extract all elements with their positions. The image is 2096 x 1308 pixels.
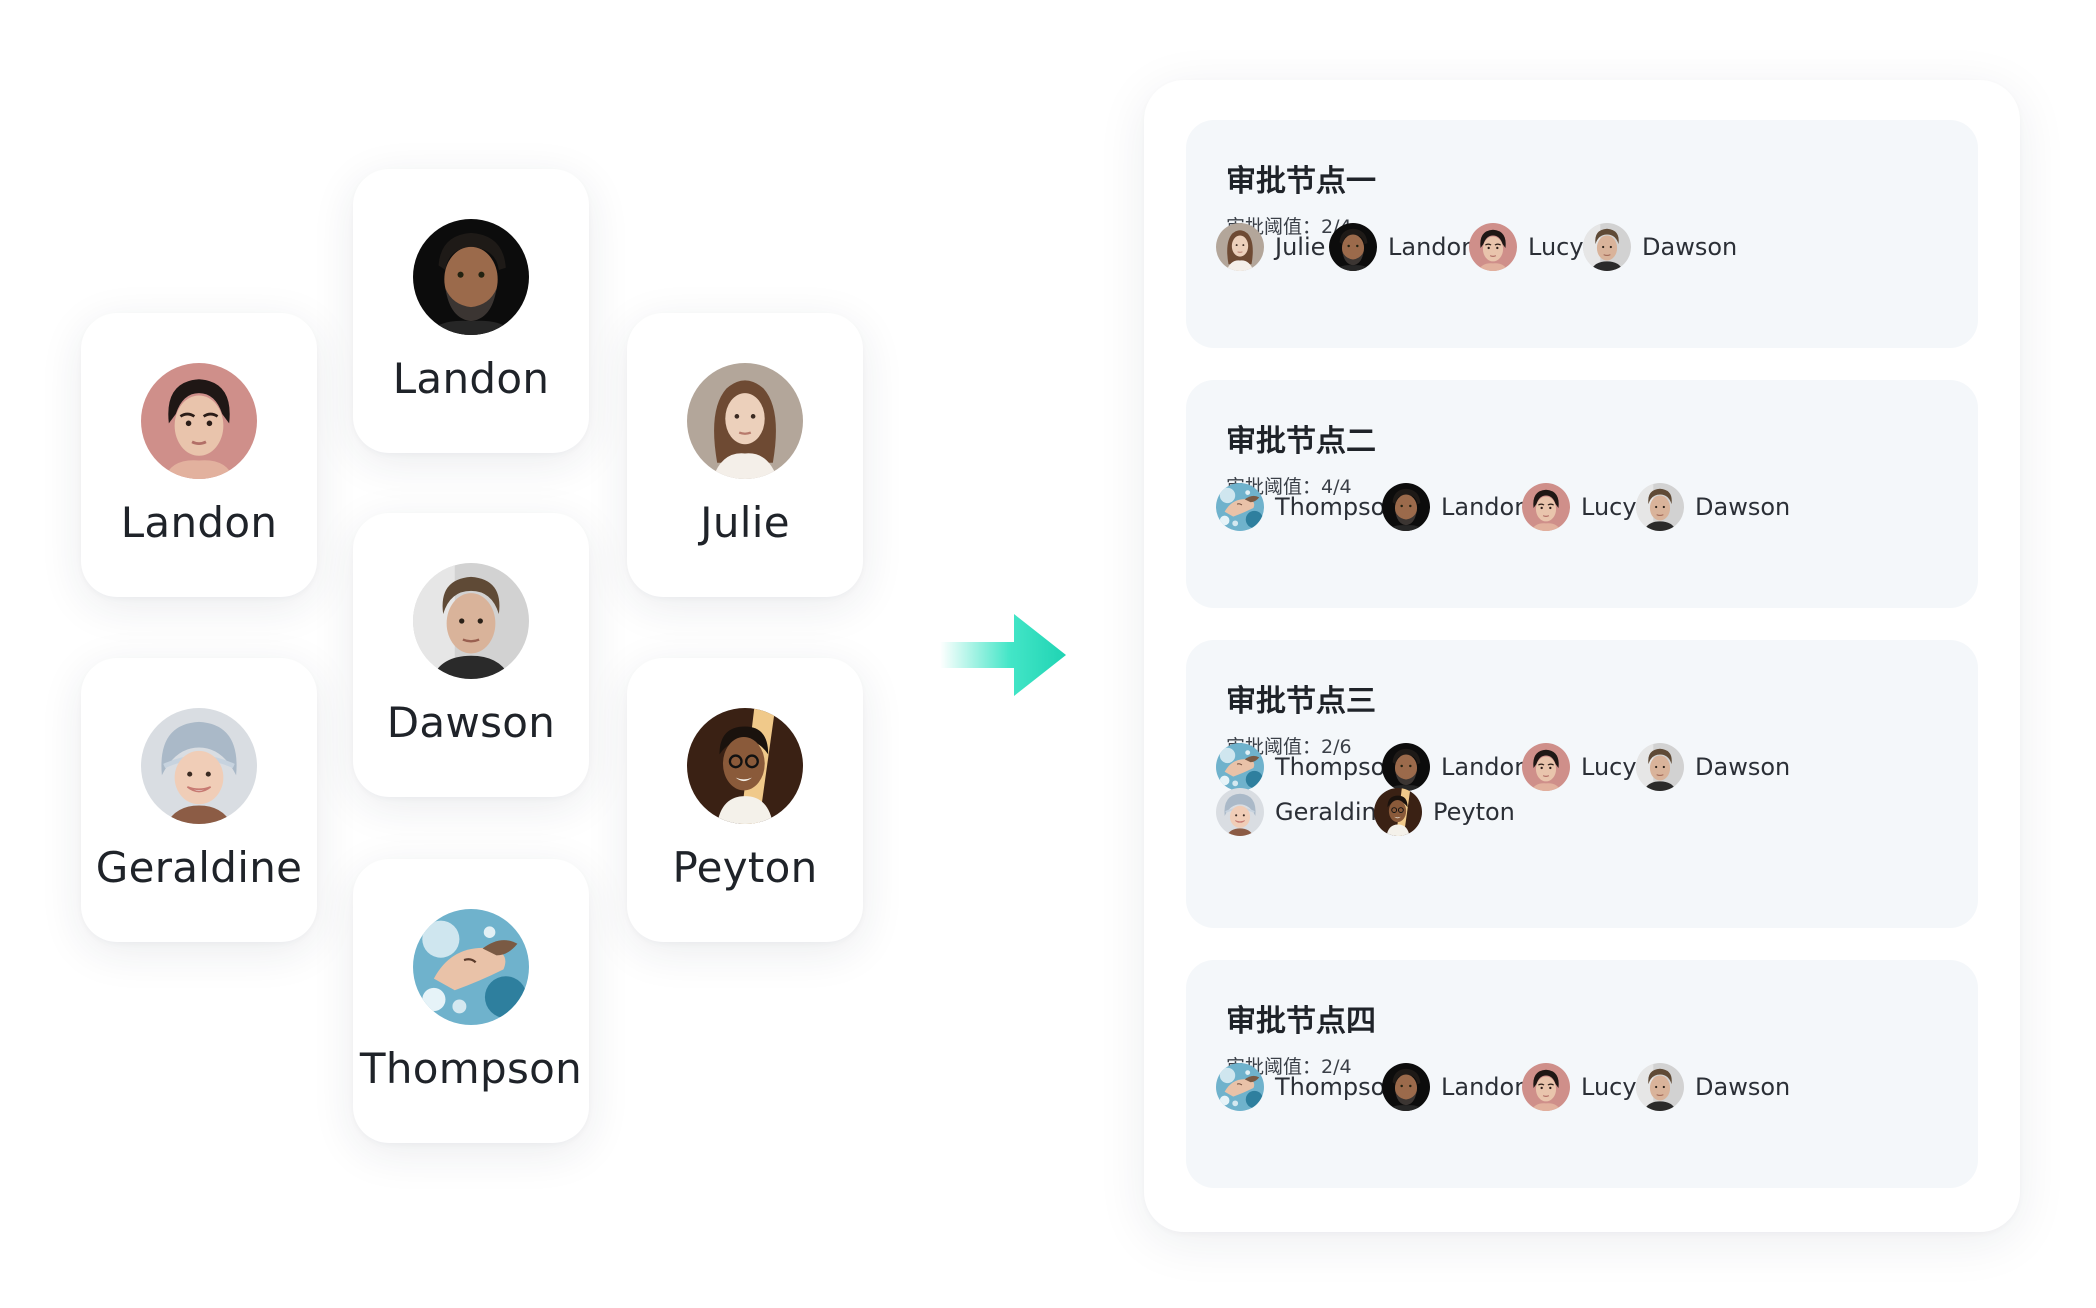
approval-node-2: 审批节点二 审批阈值：4/4 Thompson Landon Lucy — [1186, 380, 1978, 608]
approver-geraldine[interactable]: Geraldine — [1216, 787, 1391, 837]
person-card-thompson[interactable]: Thompson — [353, 859, 589, 1143]
avatar — [1374, 788, 1422, 836]
approver-name: Landon — [1441, 753, 1530, 781]
approver-dawson[interactable]: Dawson — [1636, 742, 1790, 792]
approver-thompson[interactable]: Thompson — [1216, 482, 1401, 532]
person-name: Landon — [120, 498, 278, 547]
avatar — [1382, 1063, 1430, 1111]
approver-name: Landon — [1388, 233, 1477, 261]
node-title: 审批节点一 — [1226, 164, 1376, 199]
avatar — [1382, 483, 1430, 531]
approver-landon[interactable]: Landon — [1382, 1062, 1529, 1112]
avatar — [1216, 1063, 1264, 1111]
approver-landon[interactable]: Landon — [1382, 742, 1529, 792]
person-name: Julie — [700, 498, 790, 547]
avatar — [1636, 743, 1684, 791]
avatar — [141, 708, 257, 824]
avatar — [141, 363, 257, 479]
approver-name: Lucy — [1581, 493, 1637, 521]
avatar — [1522, 743, 1570, 791]
person-name: Landon — [392, 354, 550, 403]
approver-lucy[interactable]: Lucy — [1469, 222, 1584, 272]
person-name: Dawson — [386, 698, 556, 747]
approver-dawson[interactable]: Dawson — [1636, 1062, 1790, 1112]
approver-name: Thompson — [1275, 753, 1401, 781]
approver-name: Dawson — [1695, 493, 1791, 521]
approver-name: Lucy — [1528, 233, 1584, 261]
avatar — [1522, 483, 1570, 531]
avatar — [1382, 743, 1430, 791]
person-name: Geraldine — [95, 843, 303, 892]
approval-node-1: 审批节点一 审批阈值：2/4 Julie Landon Lucy — [1186, 120, 1978, 348]
person-card-landon-2[interactable]: Landon — [81, 313, 317, 597]
approver-dawson[interactable]: Dawson — [1636, 482, 1790, 532]
approver-name: Peyton — [1433, 798, 1515, 826]
approver-lucy[interactable]: Lucy — [1522, 1062, 1637, 1112]
avatar — [1216, 788, 1264, 836]
avatar — [687, 708, 803, 824]
approver-name: Thompson — [1275, 1073, 1401, 1101]
approver-landon[interactable]: Landon — [1382, 482, 1529, 532]
avatar — [1469, 223, 1517, 271]
person-name: Peyton — [672, 843, 818, 892]
avatar — [1522, 1063, 1570, 1111]
avatar — [413, 563, 529, 679]
avatar — [1216, 483, 1264, 531]
approver-name: Thompson — [1275, 493, 1401, 521]
avatar — [413, 219, 529, 335]
person-card-julie[interactable]: Julie — [627, 313, 863, 597]
person-card-landon[interactable]: Landon — [353, 169, 589, 453]
approver-name: Dawson — [1642, 233, 1738, 261]
approver-name: Landon — [1441, 493, 1530, 521]
avatar — [413, 909, 529, 1025]
approver-name: Julie — [1275, 233, 1326, 261]
approval-node-3: 审批节点三 审批阈值：2/6 Thompson Landon Lucy — [1186, 640, 1978, 928]
approver-name: Lucy — [1581, 753, 1637, 781]
approver-lucy[interactable]: Lucy — [1522, 482, 1637, 532]
approver-julie[interactable]: Julie — [1216, 222, 1325, 272]
avatar — [1216, 743, 1264, 791]
person-card-geraldine[interactable]: Geraldine — [81, 658, 317, 942]
avatar — [1329, 223, 1377, 271]
person-card-dawson[interactable]: Dawson — [353, 513, 589, 797]
right-arrow-icon — [940, 614, 1066, 696]
approver-thompson[interactable]: Thompson — [1216, 1062, 1401, 1112]
approver-thompson[interactable]: Thompson — [1216, 742, 1401, 792]
node-title: 审批节点四 — [1226, 1004, 1376, 1039]
avatar — [1216, 223, 1264, 271]
approver-dawson[interactable]: Dawson — [1583, 222, 1737, 272]
avatar — [1636, 483, 1684, 531]
node-title: 审批节点二 — [1226, 424, 1376, 459]
node-title: 审批节点三 — [1226, 684, 1376, 719]
approver-name: Lucy — [1581, 1073, 1637, 1101]
avatar — [687, 363, 803, 479]
approver-name: Geraldine — [1275, 798, 1392, 826]
approver-name: Dawson — [1695, 1073, 1791, 1101]
approver-lucy[interactable]: Lucy — [1522, 742, 1637, 792]
avatar — [1583, 223, 1631, 271]
approver-landon[interactable]: Landon — [1329, 222, 1476, 272]
approval-panel: 审批节点一 审批阈值：2/4 Julie Landon Lucy — [1144, 80, 2020, 1232]
approver-peyton[interactable]: Peyton — [1374, 787, 1515, 837]
approval-node-4: 审批节点四 审批阈值：2/4 Thompson Landon Lucy — [1186, 960, 1978, 1188]
person-card-peyton[interactable]: Peyton — [627, 658, 863, 942]
approver-name: Landon — [1441, 1073, 1530, 1101]
avatar — [1636, 1063, 1684, 1111]
person-name: Thompson — [359, 1044, 583, 1093]
approver-name: Dawson — [1695, 753, 1791, 781]
